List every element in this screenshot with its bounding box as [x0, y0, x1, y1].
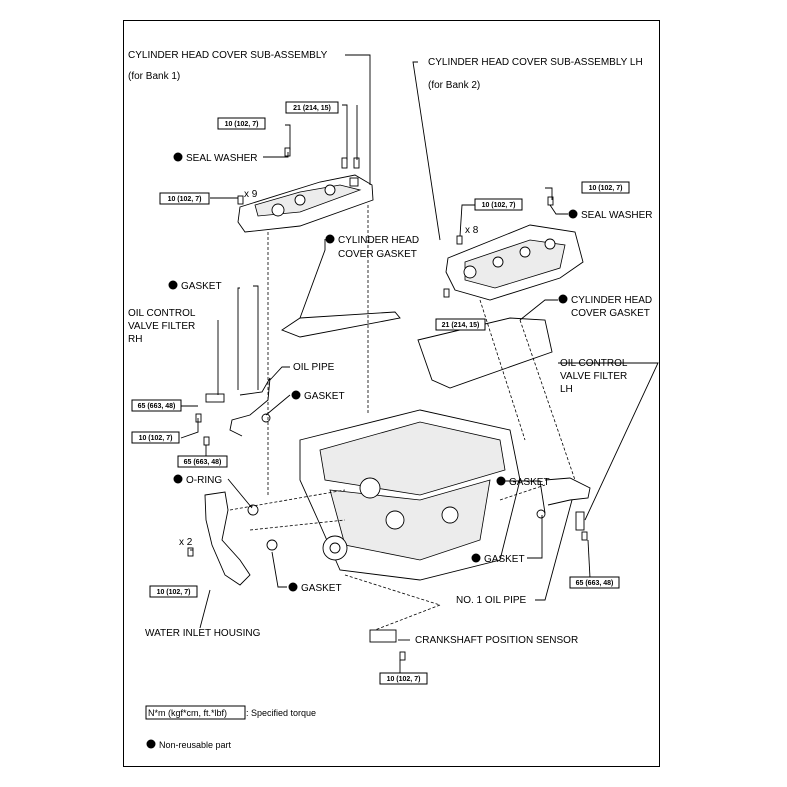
svg-text:21 (214, 15): 21 (214, 15): [442, 322, 480, 329]
nonreusable-dot: [568, 209, 578, 219]
label-cover-gasket-1-a: CYLINDER HEAD: [338, 235, 419, 246]
label-x8: x 8: [465, 225, 479, 236]
torque-box-t9: 65 (663, 48): [177, 455, 228, 468]
legend: N*m (kgf*cm, ft.*lbf) : Specified torque…: [145, 705, 316, 750]
o-ring-part: [247, 504, 259, 516]
svg-text:65 (663, 48): 65 (663, 48): [138, 403, 176, 410]
nonreusable-dot: [496, 476, 506, 486]
label-ocv-lh-3: LH: [560, 384, 573, 395]
label-gasket-b: GASKET: [304, 391, 345, 402]
label-cover-gasket-1-b: COVER GASKET: [338, 249, 417, 260]
label-ocv-rh-2: VALVE FILTER: [128, 321, 195, 332]
nonreusable-dot: [168, 280, 178, 290]
svg-text:10 (102, 7): 10 (102, 7): [139, 435, 173, 442]
nonreusable-dot: [173, 152, 183, 162]
ocv-filter-lh: [575, 511, 585, 531]
legend-torque-desc: : Specified torque: [246, 708, 316, 718]
torque-box-t5: 10 (102, 7): [474, 198, 523, 211]
svg-text:10 (102, 7): 10 (102, 7): [589, 185, 623, 192]
label-no1-oil-pipe: NO. 1 OIL PIPE: [456, 595, 527, 606]
label-ocv-rh-3: RH: [128, 334, 142, 345]
label-bank2: (for Bank 2): [428, 80, 480, 91]
nonreusable-dot: [558, 294, 568, 304]
svg-text:65 (663, 48): 65 (663, 48): [184, 459, 222, 466]
gasket-part-oilpipe: [261, 413, 271, 423]
head-cover-lh: [445, 224, 584, 301]
label-water-inlet: WATER INLET HOUSING: [145, 628, 261, 639]
gasket-part-no1: [536, 509, 546, 519]
torque-box-t2: 21 (214, 15): [285, 101, 339, 114]
label-x9: x 9: [244, 189, 258, 200]
label-cover-gasket-2-b: COVER GASKET: [571, 308, 650, 319]
label-ocv-lh-2: VALVE FILTER: [560, 371, 627, 382]
torque-box-t10: 65 (663, 48): [569, 576, 620, 589]
oil-pipe: [229, 377, 271, 437]
svg-text:10 (102, 7): 10 (102, 7): [225, 121, 259, 128]
no1-oil-pipe: [544, 477, 591, 506]
svg-text:21 (214, 15): 21 (214, 15): [293, 105, 331, 112]
crankshaft-position-sensor: [369, 629, 397, 643]
legend-nonreusable: Non-reusable part: [159, 740, 232, 750]
legend-torque-box: [145, 705, 246, 720]
cover-gasket-lh: [417, 317, 553, 389]
svg-text:10 (102, 7): 10 (102, 7): [157, 589, 191, 596]
ocv-filter-rh: [205, 393, 225, 403]
nonreusable-dot: [288, 582, 298, 592]
label-o-ring: O-RING: [186, 475, 222, 486]
torque-box-t8: 10 (102, 7): [131, 431, 180, 444]
label-gasket-a: GASKET: [181, 281, 222, 292]
label-seal-washer-2: SEAL WASHER: [581, 210, 653, 221]
label-cover-gasket-2-a: CYLINDER HEAD: [571, 295, 652, 306]
label-crank-sensor: CRANKSHAFT POSITION SENSOR: [415, 635, 578, 646]
leader-lines: [180, 54, 659, 673]
alignment-lines: [229, 205, 576, 631]
nonreusable-dot: [325, 234, 335, 244]
torque-box-t3: 10 (102, 7): [159, 192, 210, 205]
svg-text:10 (102, 7): 10 (102, 7): [168, 196, 202, 203]
head-cover-rh: [237, 174, 374, 233]
svg-text:65 (663, 48): 65 (663, 48): [576, 580, 614, 587]
label-ocv-lh-1: OIL CONTROL: [560, 358, 628, 369]
label-head-cover-rh: CYLINDER HEAD COVER SUB-ASSEMBLY: [128, 50, 328, 61]
legend-torque-key: N*m (kgf*cm, ft.*lbf): [148, 708, 227, 718]
label-ocv-rh-1: OIL CONTROL: [128, 308, 196, 319]
torque-box-t4: 10 (102, 7): [581, 181, 630, 194]
torque-box-t12: 10 (102, 7): [379, 672, 428, 685]
engine-block: [299, 409, 521, 581]
svg-text:10 (102, 7): 10 (102, 7): [387, 676, 421, 683]
bolts: [187, 147, 588, 661]
nonreusable-dot: [173, 474, 183, 484]
torque-box-t7: 65 (663, 48): [131, 399, 182, 412]
gasket-part-inlet: [266, 539, 278, 551]
label-seal-washer-1: SEAL WASHER: [186, 153, 258, 164]
water-inlet-housing: [204, 491, 251, 586]
page-border: [123, 20, 660, 767]
label-oil-pipe: OIL PIPE: [293, 362, 335, 373]
label-x2: x 2: [179, 537, 193, 548]
torque-box-t11: 10 (102, 7): [149, 585, 198, 598]
torque-box-t6: 21 (214, 15): [435, 318, 486, 331]
cover-gasket-rh: [281, 311, 401, 338]
nonreusable-dot: [291, 390, 301, 400]
label-bank1: (for Bank 1): [128, 71, 180, 82]
svg-text:10 (102, 7): 10 (102, 7): [482, 202, 516, 209]
label-gasket-c: GASKET: [509, 477, 550, 488]
label-gasket-d: GASKET: [484, 554, 525, 565]
nonreusable-dot: [471, 553, 481, 563]
label-head-cover-lh: CYLINDER HEAD COVER SUB-ASSEMBLY LH: [428, 57, 643, 68]
torque-box-t1: 10 (102, 7): [217, 117, 266, 130]
legend-nonreusable-dot: [146, 739, 156, 749]
label-gasket-e: GASKET: [301, 583, 342, 594]
